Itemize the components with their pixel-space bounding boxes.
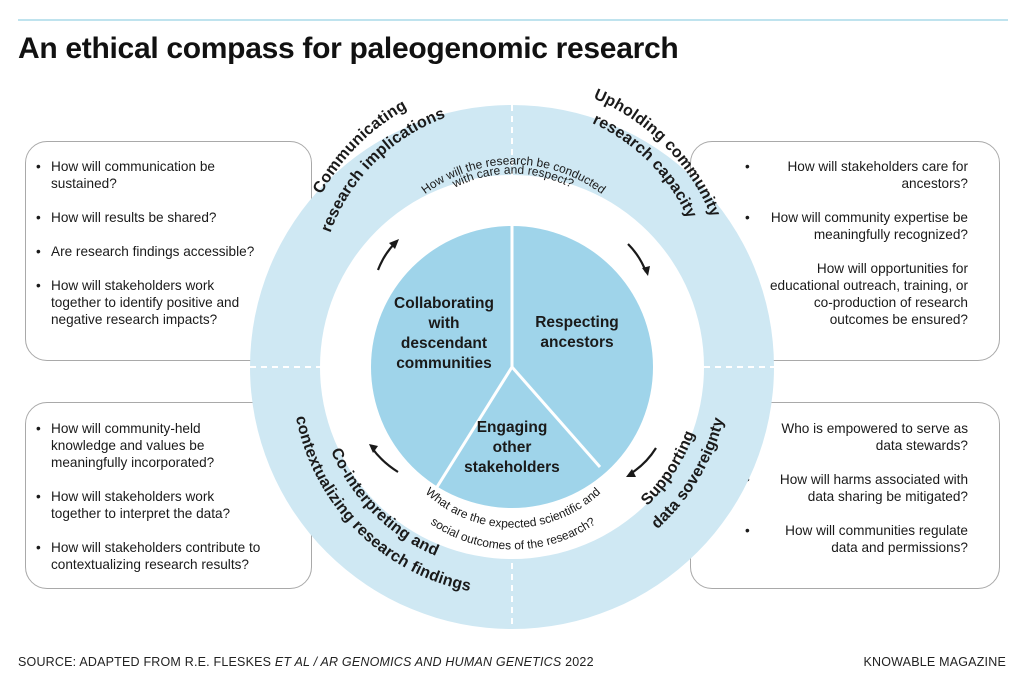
question-item: How will results be shared? (36, 209, 266, 226)
core-bottom-line1: Engaging (477, 419, 548, 436)
core-right-line2: ancestors (540, 334, 613, 351)
core-left-line2: with (428, 315, 460, 332)
questions-top-right: How will stakeholders care for ancestors… (745, 158, 968, 345)
core-right-line1: Respecting (535, 314, 619, 331)
page-title: An ethical compass for paleogenomic rese… (18, 32, 679, 65)
top-rule (18, 19, 1008, 21)
question-item: How will opportunities for educational o… (745, 260, 968, 328)
questions-top-left: How will communication be sustained? How… (36, 158, 266, 345)
core-left-line3: descendant (401, 335, 487, 352)
question-item: How will communication be sustained? (36, 158, 266, 192)
source-credit: SOURCE: ADAPTED FROM R.E. FLESKES ET AL … (18, 655, 594, 669)
question-item: How will community-held knowledge and va… (36, 420, 266, 471)
question-item: How will communities regulate data and p… (745, 522, 968, 556)
core-bottom-line3: stakeholders (464, 459, 560, 476)
question-item: How will stakeholders care for ancestors… (745, 158, 968, 192)
core-bottom-line2: other (493, 439, 532, 456)
questions-bottom-right: Who is empowered to serve as data stewar… (745, 420, 968, 573)
core-divider-right (510, 366, 602, 468)
question-item: How will stakeholders contribute to cont… (36, 539, 266, 573)
arrowhead-top-left-icon (389, 239, 399, 249)
arrowhead-bottom-right-icon (626, 469, 636, 477)
source-italic: ET AL / AR GENOMICS AND HUMAN GENETICS (274, 655, 562, 669)
question-item: How will community expertise be meaningf… (745, 209, 968, 243)
question-item: How will harms associated with data shar… (745, 471, 968, 505)
core-left-line1: Collaborating (394, 295, 494, 312)
questions-bottom-left: How will community-held knowledge and va… (36, 420, 266, 590)
question-item: How will stakeholders work together to i… (36, 277, 266, 328)
question-item: Who is empowered to serve as data stewar… (745, 420, 968, 454)
question-item: How will stakeholders work together to i… (36, 488, 266, 522)
arrowhead-bottom-left-icon (369, 444, 378, 453)
core-left-line4: communities (396, 355, 492, 372)
publisher-credit: KNOWABLE MAGAZINE (863, 655, 1006, 669)
source-suffix: 2022 (561, 655, 594, 669)
question-item: Are research findings accessible? (36, 243, 266, 260)
core-divider-left (435, 366, 514, 488)
arrowhead-top-right-icon (642, 266, 650, 276)
source-prefix: SOURCE: ADAPTED FROM R.E. FLESKES (18, 655, 275, 669)
